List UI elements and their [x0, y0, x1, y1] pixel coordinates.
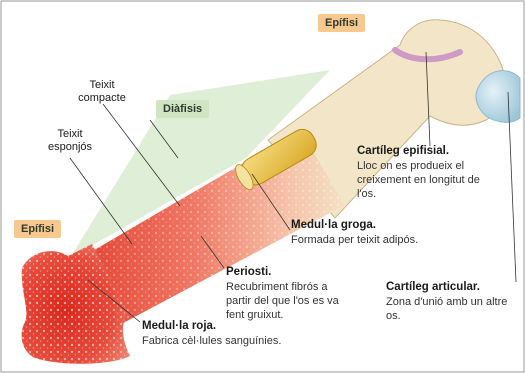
label-teixit-esponjos: Teixit esponjós	[40, 128, 100, 154]
periosti-desc: Recubriment fibrós a partir del que l'os…	[226, 280, 354, 322]
callout-cartileg-epifisial: Cartíleg epifisial. Lloc on es produeix …	[357, 144, 495, 201]
callout-periosti: Periosti. Recubriment fibrós a partir de…	[226, 265, 354, 322]
label-teixit-compacte: Teixit compacte	[70, 79, 134, 105]
cartileg-articular-desc: Zona d'unió amb un altre os.	[386, 295, 508, 323]
medulla-roja-desc: Fabrica cèl·lules sanguínies.	[142, 334, 342, 348]
callout-medulla-groga: Medul·la groga. Formada per teixit adipó…	[291, 218, 471, 247]
medulla-groga-title: Medul·la groga.	[291, 218, 471, 233]
cartileg-epifisial-title: Cartíleg epifisial.	[357, 144, 495, 159]
medulla-groga-desc: Formada per teixit adipós.	[291, 233, 471, 247]
diafisi-tag: Diàfisis	[156, 100, 209, 118]
medulla-roja-title: Medul·la roja.	[142, 319, 342, 334]
periosti-title: Periosti.	[226, 265, 354, 280]
callout-cartileg-articular: Cartíleg articular. Zona d'unió amb un a…	[386, 280, 508, 323]
cartileg-articular-title: Cartíleg articular.	[386, 280, 508, 295]
cartileg-epifisial-desc: Lloc on es produeix el creixement en lon…	[357, 159, 495, 201]
epifisi-top-tag: Epífisi	[318, 14, 365, 32]
epifisi-left-tag: Epífisi	[14, 220, 61, 238]
callout-medulla-roja: Medul·la roja. Fabrica cèl·lules sanguín…	[142, 319, 342, 348]
